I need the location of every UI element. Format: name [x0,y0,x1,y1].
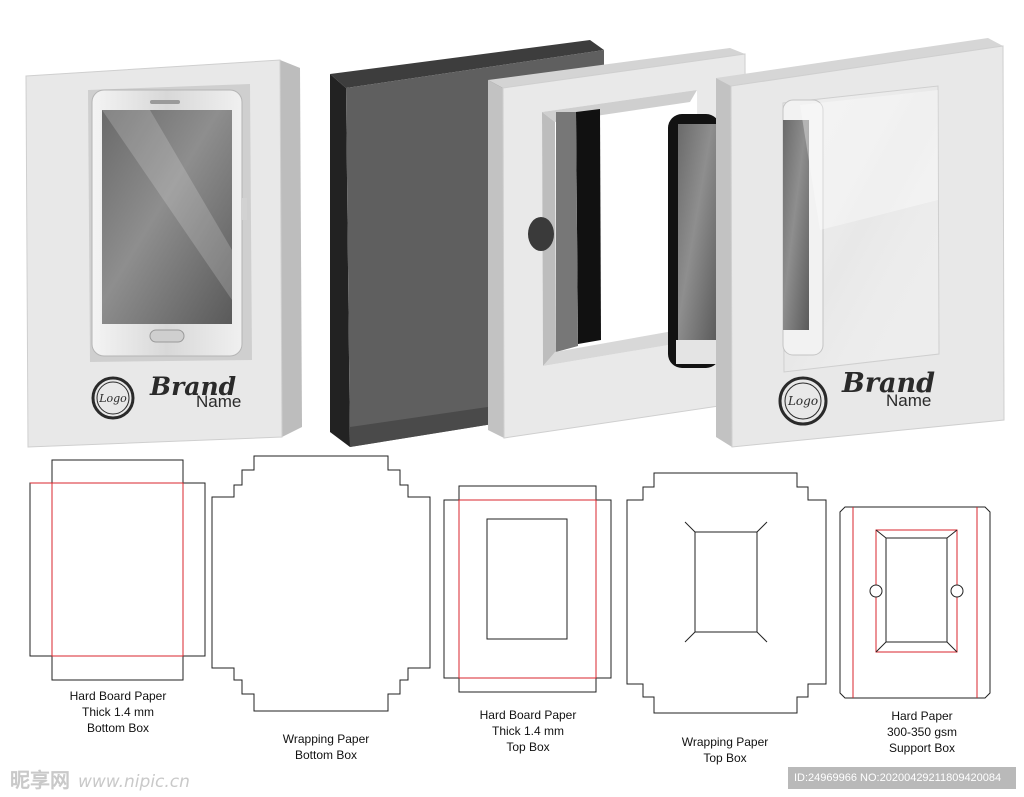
label-support-box: Hard Paper 300-350 gsm Support Box [886,709,958,755]
dieline-support-box [839,506,991,699]
dieline-wrap-top [626,472,827,714]
label-top-box: Hard Board Paper Thick 1.4 mm Top Box [479,708,577,754]
assembled-box-front: Logo Brand Name [25,59,302,448]
label-bottom-box: Hard Board Paper Thick 1.4 mm Bottom Box [69,689,167,735]
window-lid: Logo Brand Name [716,38,1005,448]
label-wrap-top: Wrapping Paper Top Box [681,735,769,765]
dieline-top-box [443,485,612,693]
watermark-id: ID:24969966 NO:20200429211809420084 [788,767,1016,789]
label-wrap-bottom: Wrapping Paper Bottom Box [282,732,370,762]
logo-text: Logo [98,392,127,405]
dieline-wrap-bottom [211,455,431,712]
brand-word-lid: Brand [841,368,935,399]
top-frame [488,48,747,439]
logo-text-lid: Logo [787,394,818,408]
name-word-lid: Name [886,391,931,410]
brand-word: Brand [149,372,236,401]
dieline-bottom-box [29,459,206,681]
name-word: Name [196,392,241,411]
